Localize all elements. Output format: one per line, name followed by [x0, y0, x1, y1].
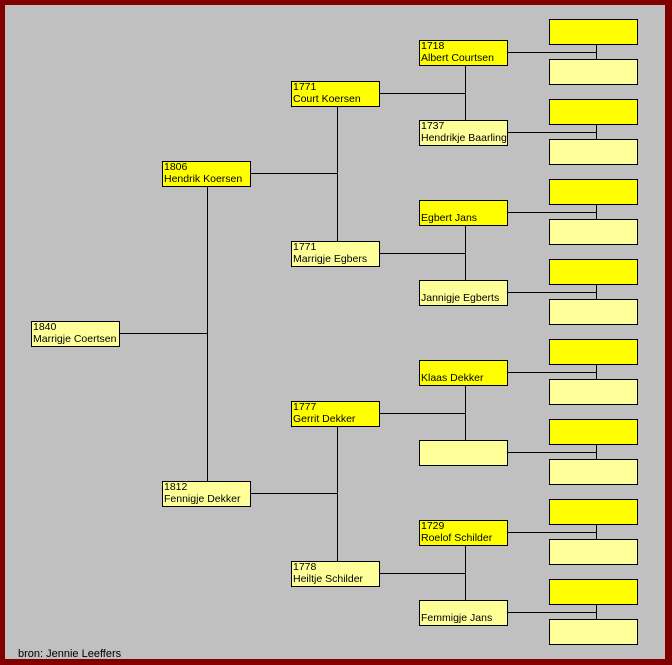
- person-year: 1771: [293, 81, 317, 93]
- connector-line: [379, 573, 466, 574]
- person-name: Marrigje Coertsen: [33, 332, 117, 345]
- connector-line: [337, 106, 338, 241]
- connector-line: [465, 385, 466, 440]
- person-box[interactable]: [549, 179, 638, 205]
- connector-line: [379, 253, 466, 254]
- person-box[interactable]: [549, 99, 638, 125]
- person-name: Femmigje Jans: [421, 611, 493, 624]
- person-name: Marrigje Egbers: [293, 252, 368, 265]
- person-box[interactable]: [549, 259, 638, 285]
- person-name: Fennigje Dekker: [164, 492, 241, 505]
- person-box[interactable]: [549, 219, 638, 245]
- connector-line: [596, 44, 597, 59]
- person-name: Court Koersen: [293, 92, 361, 105]
- person-year: 1729: [421, 520, 445, 532]
- person-year: [420, 601, 507, 613]
- person-box[interactable]: [549, 619, 638, 645]
- person-year: 1778: [293, 561, 317, 573]
- person-box[interactable]: Jannigje Egberts: [419, 280, 508, 306]
- person-year: [420, 201, 507, 213]
- person-year: 1737: [421, 120, 445, 132]
- person-year: 1812: [164, 481, 188, 493]
- connector-line: [596, 364, 597, 379]
- person-name: Gerrit Dekker: [293, 412, 356, 425]
- source-credit: bron: Jennie Leeffers: [18, 648, 122, 660]
- person-year: 1806: [164, 161, 188, 173]
- person-year: 1777: [293, 401, 317, 413]
- connector-line: [507, 212, 597, 213]
- connector-line: [507, 372, 597, 373]
- connector-line: [250, 493, 338, 494]
- connector-line: [465, 545, 466, 600]
- connector-line: [379, 413, 466, 414]
- connector-line: [465, 65, 466, 120]
- connector-line: [379, 93, 466, 94]
- connector-line: [596, 604, 597, 619]
- person-box[interactable]: [549, 299, 638, 325]
- person-box[interactable]: [549, 59, 638, 85]
- person-name: Heiltje Schilder: [293, 572, 364, 585]
- connector-line: [596, 124, 597, 139]
- person-name: Egbert Jans: [421, 211, 478, 224]
- connector-line: [207, 186, 208, 481]
- connector-line: [507, 532, 597, 533]
- person-box[interactable]: [419, 440, 508, 466]
- person-box[interactable]: [549, 379, 638, 405]
- person-year: [420, 361, 507, 373]
- person-box[interactable]: [549, 499, 638, 525]
- person-name: Albert Courtsen: [421, 51, 494, 64]
- person-box[interactable]: Femmigje Jans: [419, 600, 508, 626]
- connector-line: [465, 225, 466, 280]
- person-box[interactable]: Klaas Dekker: [419, 360, 508, 386]
- connector-line: [507, 132, 597, 133]
- person-box[interactable]: [549, 339, 638, 365]
- connector-line: [337, 426, 338, 561]
- person-name: Hendrik Koersen: [164, 172, 243, 185]
- connector-line: [596, 204, 597, 219]
- person-box[interactable]: [549, 539, 638, 565]
- connector-line: [119, 333, 208, 334]
- person-box[interactable]: [549, 579, 638, 605]
- person-name: Klaas Dekker: [421, 371, 484, 384]
- connector-line: [507, 52, 597, 53]
- connector-line: [596, 444, 597, 459]
- connector-line: [507, 452, 597, 453]
- connector-line: [596, 284, 597, 299]
- person-box[interactable]: [549, 19, 638, 45]
- person-box[interactable]: Egbert Jans: [419, 200, 508, 226]
- connector-line: [507, 612, 597, 613]
- person-box[interactable]: [549, 419, 638, 445]
- connector-line: [250, 173, 338, 174]
- person-box[interactable]: [549, 139, 638, 165]
- person-year: 1840: [33, 321, 57, 333]
- person-year: 1771: [293, 241, 317, 253]
- person-year: [420, 281, 507, 293]
- connector-line: [507, 292, 597, 293]
- person-name: Roelof Schilder: [421, 531, 493, 544]
- connector-line: [596, 524, 597, 539]
- person-year: 1718: [421, 40, 445, 52]
- person-year: [420, 441, 507, 453]
- person-name: Jannigje Egberts: [421, 291, 500, 304]
- person-name: Hendrikje Baarling: [421, 131, 507, 144]
- person-box[interactable]: [549, 459, 638, 485]
